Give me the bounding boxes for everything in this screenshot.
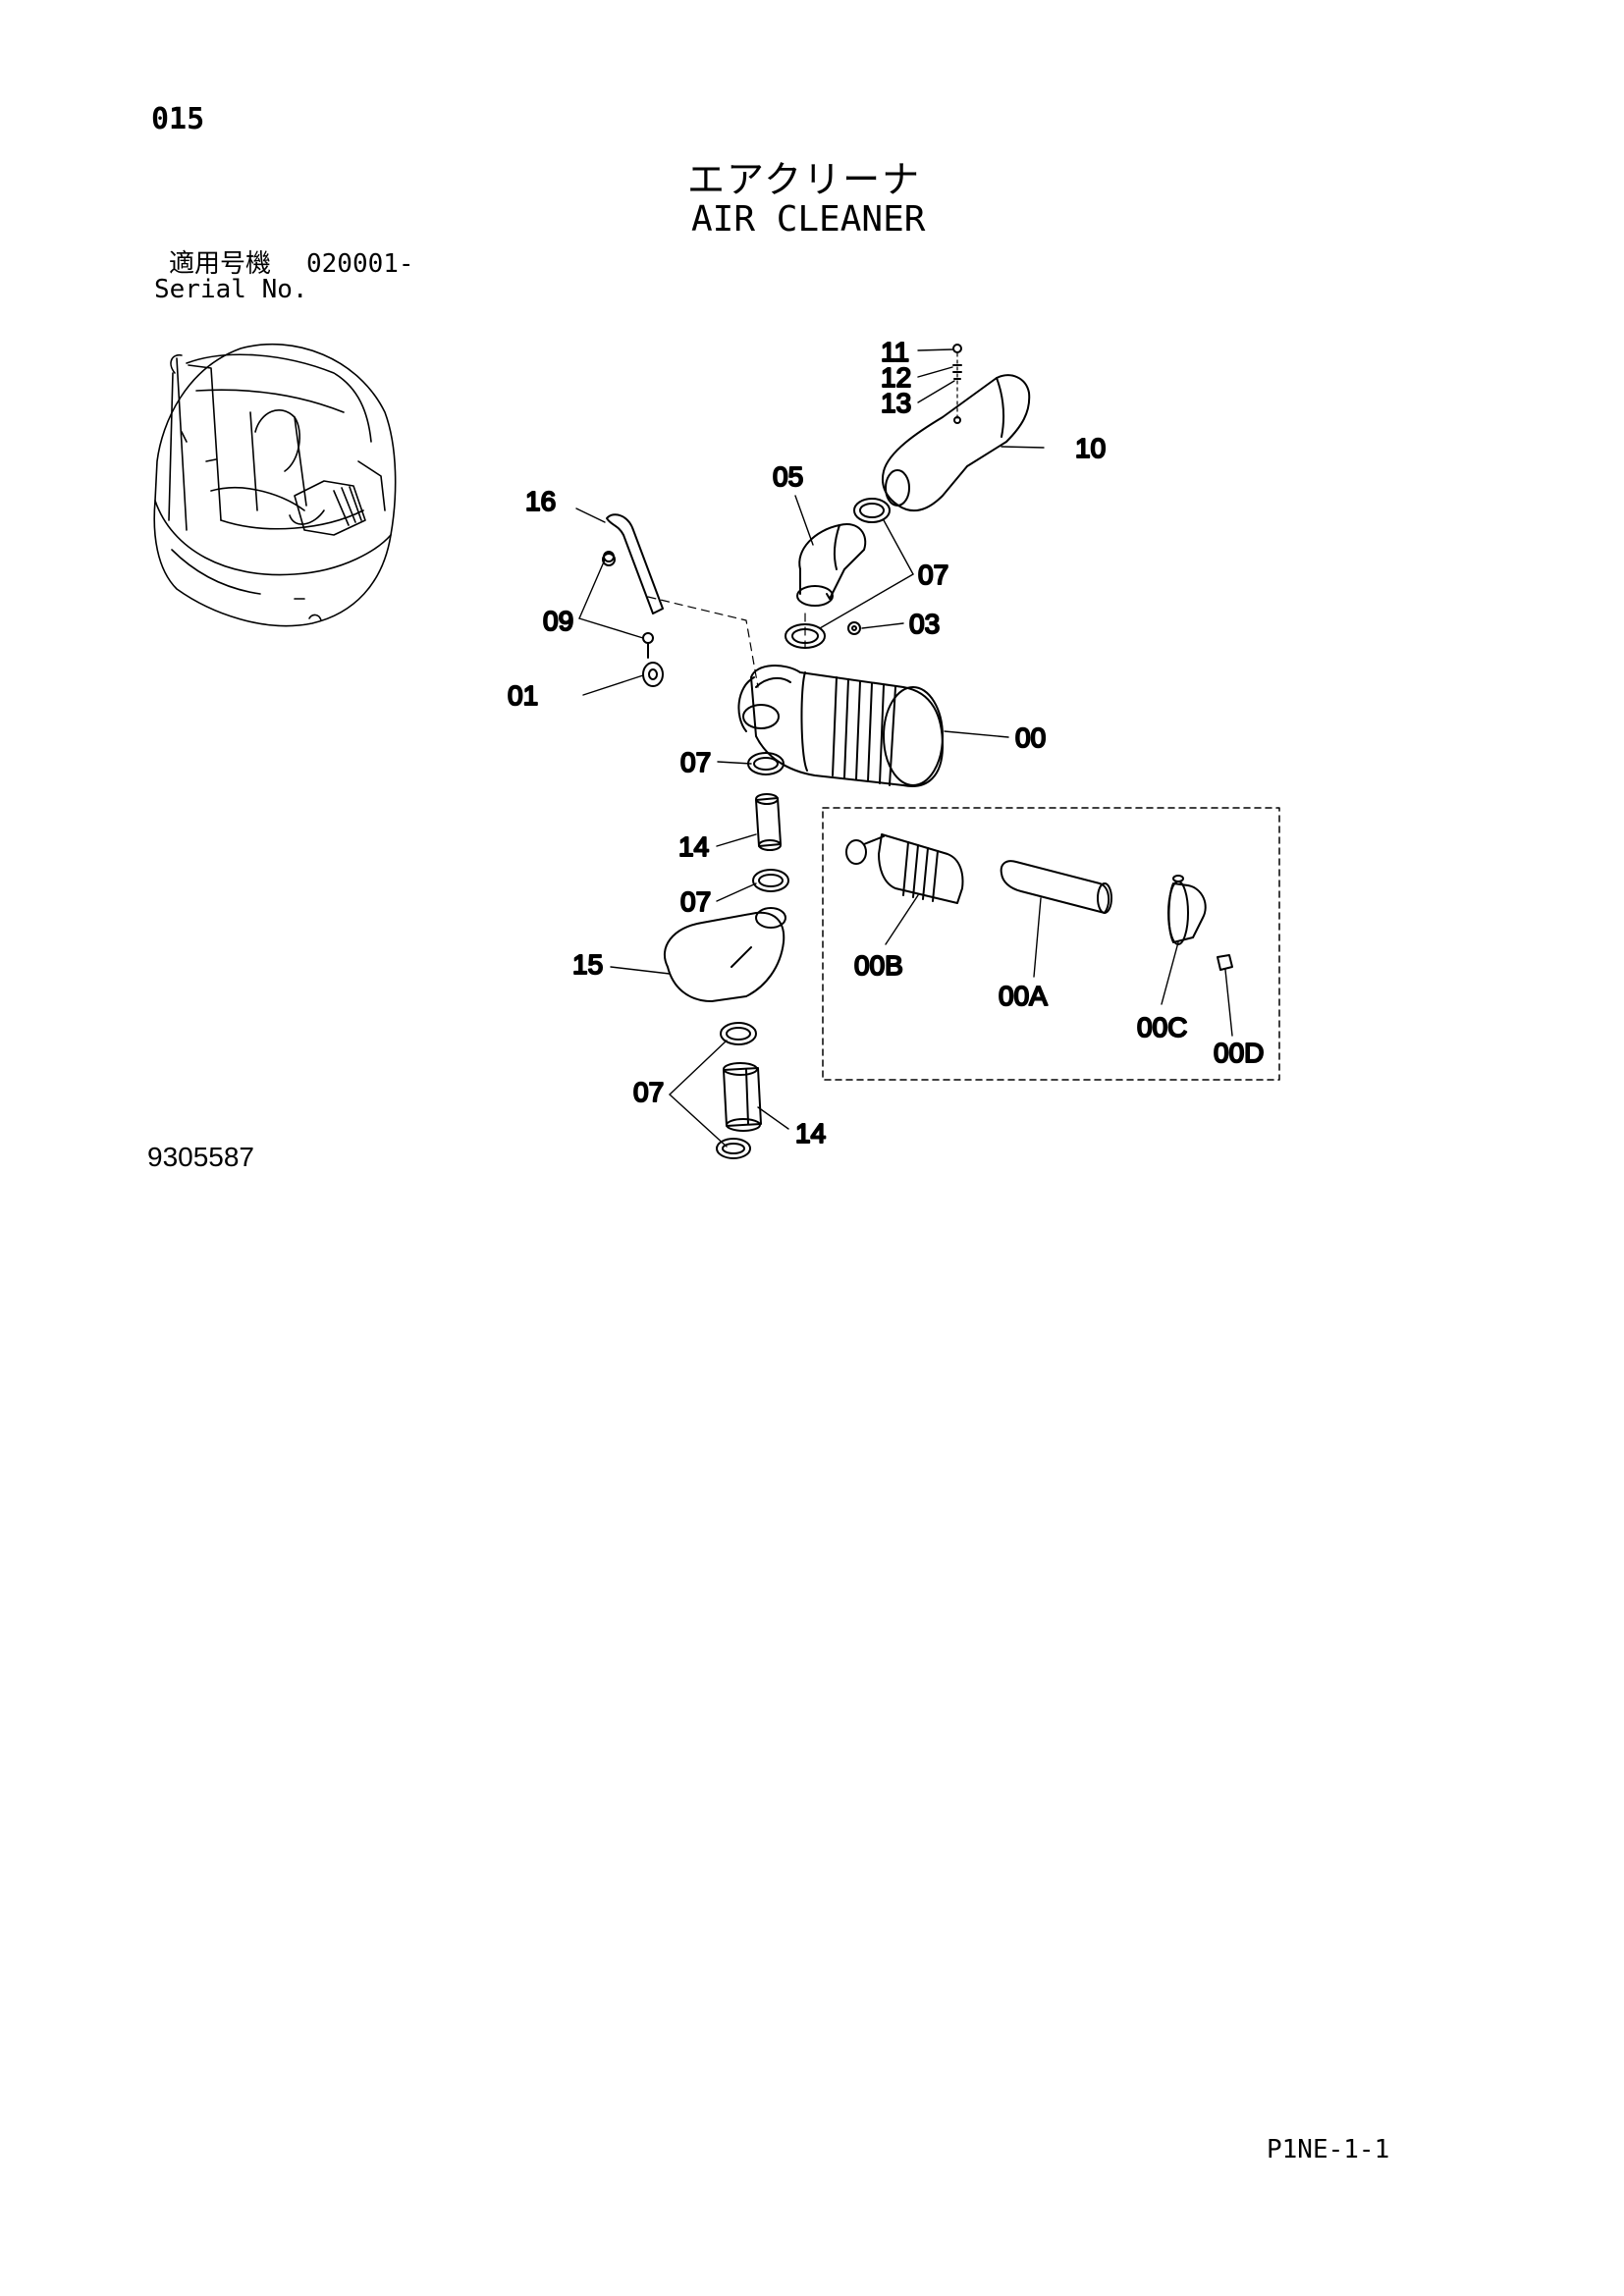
callout-03: 03 bbox=[909, 609, 940, 639]
callout-15: 15 bbox=[572, 949, 603, 980]
hose-clamp-upper bbox=[853, 498, 891, 523]
serial-number-value: 020001- bbox=[306, 249, 414, 279]
title-japanese: エアクリーナ bbox=[687, 158, 922, 201]
hose-clamp-c bbox=[720, 1022, 757, 1045]
callout-05: 05 bbox=[773, 461, 803, 492]
serial-label-jp: 適用号機 bbox=[169, 249, 272, 279]
callout-10: 10 bbox=[1075, 433, 1106, 463]
nut-03 bbox=[847, 621, 861, 635]
hose-14-lower bbox=[723, 1062, 762, 1132]
callout-07-b: 07 bbox=[680, 886, 711, 917]
intake-duct-10 bbox=[881, 374, 1031, 512]
machine-location-sketch bbox=[153, 343, 397, 627]
assembly-guide-lines bbox=[647, 596, 806, 688]
callout-11: 11 bbox=[881, 337, 909, 367]
callout-14-b: 14 bbox=[795, 1118, 826, 1148]
elbow-hose-05 bbox=[796, 523, 867, 607]
bracket-16 bbox=[602, 513, 664, 614]
hose-14-upper bbox=[755, 793, 782, 851]
title-english: AIR CLEANER bbox=[691, 199, 926, 240]
callout-00: 00 bbox=[1015, 722, 1046, 753]
callout-leader-lines bbox=[575, 348, 1233, 1148]
callout-00D: 00D bbox=[1214, 1038, 1264, 1068]
callout-09: 09 bbox=[543, 606, 573, 636]
bolt-washer-stack bbox=[952, 344, 962, 423]
hose-clamp-b bbox=[752, 869, 789, 892]
callout-14-a: 14 bbox=[678, 831, 709, 862]
serial-label-en: Serial No. bbox=[154, 275, 308, 304]
hose-clamp-mid bbox=[785, 623, 826, 649]
callout-00C: 00C bbox=[1137, 1012, 1187, 1042]
hose-clamp-d bbox=[716, 1138, 751, 1159]
callout-07-a: 07 bbox=[680, 747, 711, 777]
callout-12: 12 bbox=[881, 362, 911, 393]
callout-00B: 00B bbox=[854, 950, 903, 981]
callout-07-top: 07 bbox=[918, 560, 948, 590]
callout-16: 16 bbox=[525, 486, 556, 516]
grommet-01 bbox=[642, 662, 664, 687]
air-cleaner-assembly-00 bbox=[737, 665, 944, 787]
cover-00C bbox=[1167, 875, 1207, 945]
valve-00D bbox=[1217, 954, 1233, 971]
callout-13: 13 bbox=[881, 388, 911, 418]
element-detail-box bbox=[822, 807, 1280, 1081]
housing-00B bbox=[845, 833, 964, 904]
pre-cleaner-15 bbox=[663, 907, 786, 1002]
hose-clamp-a bbox=[747, 752, 785, 775]
page-code: P1NE-1-1 bbox=[1267, 2135, 1390, 2164]
callout-07-c: 07 bbox=[633, 1077, 664, 1107]
callout-00A: 00A bbox=[999, 981, 1048, 1011]
drawing-number: 9305587 bbox=[147, 1142, 255, 1172]
callout-01: 01 bbox=[508, 680, 538, 711]
filter-element-00A bbox=[1000, 860, 1112, 914]
page-number: 015 bbox=[151, 102, 205, 136]
bolts-09 bbox=[603, 551, 654, 659]
